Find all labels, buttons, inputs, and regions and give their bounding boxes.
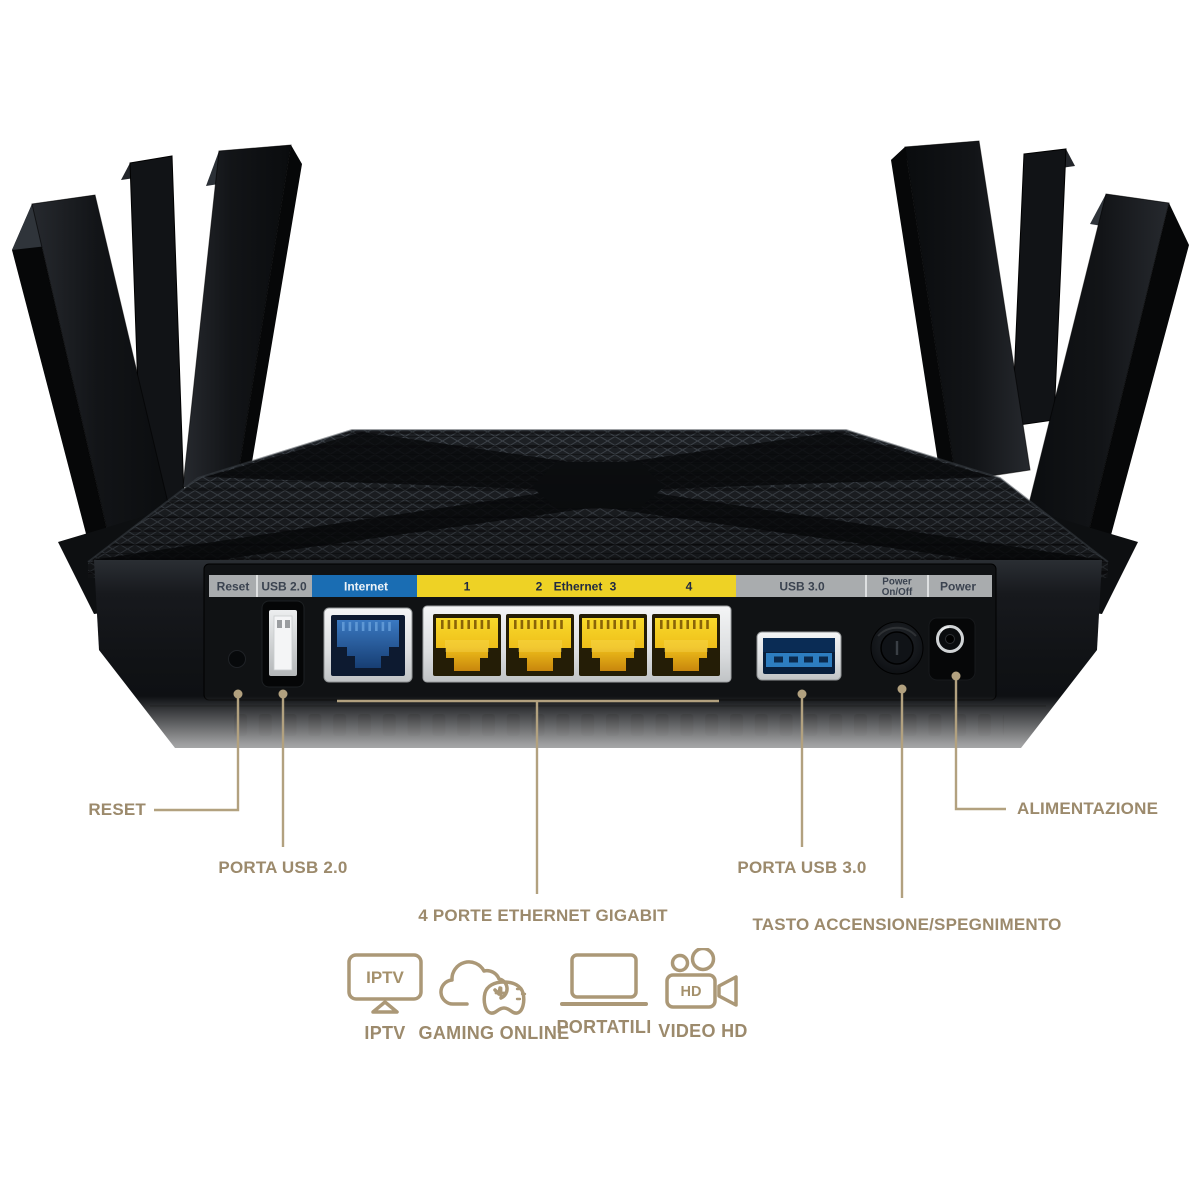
strip-internet-label: Internet bbox=[344, 580, 388, 594]
strip-ethernet-label: Ethernet bbox=[554, 580, 603, 594]
strip-eth1-label: 1 bbox=[464, 580, 471, 594]
strip-internet-segment bbox=[312, 575, 417, 597]
strip-reset-segment bbox=[209, 575, 257, 597]
callout-label-usb3: PORTA USB 3.0 bbox=[737, 858, 867, 877]
callout-line-power-jack bbox=[954, 678, 1006, 811]
feature-video: HD VIDEO HD bbox=[633, 948, 773, 1042]
ethernet-port-1 bbox=[433, 614, 501, 676]
power-jack bbox=[928, 617, 976, 681]
strip-usb2-label: USB 2.0 bbox=[261, 580, 307, 594]
feature-label-laptops: PORTATILI bbox=[556, 1017, 652, 1037]
usb3-port bbox=[756, 631, 842, 681]
power-button bbox=[870, 621, 924, 675]
feature-gaming: GAMING ONLINE bbox=[414, 948, 574, 1044]
feature-label-gaming: GAMING ONLINE bbox=[418, 1023, 570, 1043]
ethernet-port-2 bbox=[506, 614, 574, 676]
callout-dots bbox=[233, 671, 961, 699]
strip-reset-label: Reset bbox=[217, 580, 250, 594]
strip-power-segment bbox=[928, 575, 992, 597]
callout-line-reset bbox=[154, 696, 240, 812]
callout-label-power-jack: ALIMENTAZIONE bbox=[1017, 799, 1159, 818]
antenna-left-inner bbox=[182, 144, 302, 488]
antenna-right-inner bbox=[891, 140, 1031, 488]
strip-power-label: Power bbox=[940, 580, 976, 594]
feature-laptops: PORTATILI bbox=[534, 952, 674, 1038]
callout-label-reset: RESET bbox=[88, 800, 146, 819]
callout-dot-power-switch bbox=[897, 684, 907, 694]
strip-eth3-label: 3 bbox=[610, 580, 617, 594]
cloud-gamepad-icon bbox=[439, 960, 527, 1015]
internet-port bbox=[323, 607, 413, 683]
callout-dot-reset bbox=[233, 689, 243, 699]
reset-button bbox=[228, 650, 246, 668]
tv-screen-text: IPTV bbox=[366, 968, 404, 987]
ethernet-ports bbox=[422, 605, 732, 683]
strip-ethernet-segment bbox=[417, 575, 736, 597]
callout-label-power-switch: TASTO ACCENSIONE/SPEGNIMENTO bbox=[752, 915, 1062, 934]
callout-label-usb2: PORTA USB 2.0 bbox=[218, 858, 348, 877]
strip-eth4-label: 4 bbox=[686, 580, 693, 594]
ethernet-port-3 bbox=[579, 614, 647, 676]
feature-label-iptv: IPTV bbox=[364, 1023, 406, 1043]
antenna-right-middle bbox=[1011, 148, 1075, 427]
usb2-port bbox=[261, 600, 305, 688]
laptop-icon bbox=[560, 953, 648, 1006]
strip-power-switch-segment bbox=[866, 575, 928, 597]
callout-dot-power-jack bbox=[951, 671, 961, 681]
strip-usb3-label: USB 3.0 bbox=[779, 580, 825, 594]
callout-label-ethernet: 4 PORTE ETHERNET GIGABIT bbox=[418, 906, 668, 925]
feature-iptv: IPTV IPTV bbox=[325, 952, 445, 1044]
feature-label-video: VIDEO HD bbox=[658, 1021, 748, 1041]
video-camera-icon: HD bbox=[665, 948, 738, 1009]
camera-hd-text: HD bbox=[681, 984, 702, 1000]
callout-lines bbox=[154, 678, 1006, 898]
callout-dot-usb3 bbox=[797, 689, 807, 699]
ethernet-port-4 bbox=[652, 614, 720, 676]
strip-eth2-label: 2 bbox=[536, 580, 543, 594]
tv-iptv-icon: IPTV bbox=[347, 953, 423, 1014]
deck-edge-highlight bbox=[87, 429, 1109, 563]
label-strip: Reset USB 2.0 Internet 1 2 Ethernet 3 4 … bbox=[209, 575, 992, 598]
strip-usb2-segment bbox=[257, 575, 312, 597]
body-fade bbox=[40, 696, 1156, 792]
callout-dot-usb2 bbox=[278, 689, 288, 699]
strip-power-switch-label-line2: On/Off bbox=[882, 587, 913, 598]
strip-usb3-segment bbox=[736, 575, 866, 597]
strip-power-switch-label-line1: Power bbox=[882, 577, 912, 588]
